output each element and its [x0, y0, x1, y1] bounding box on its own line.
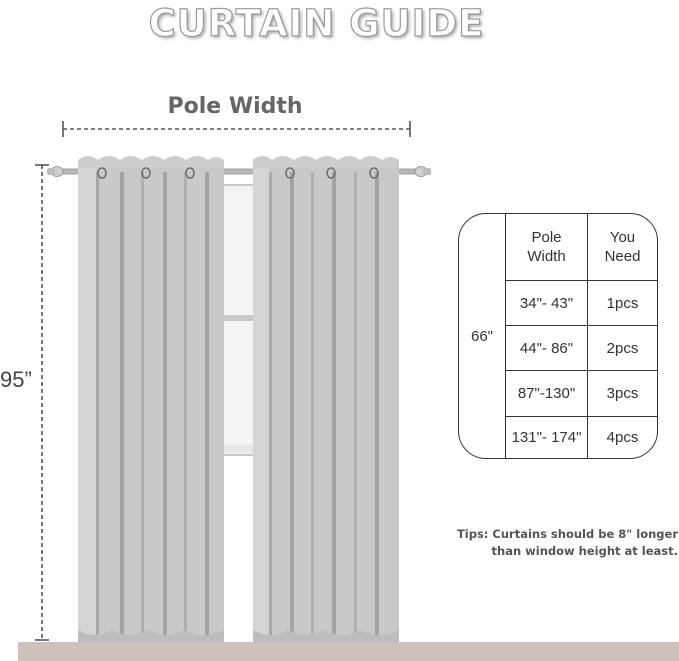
right-curtain-panel: [253, 156, 399, 642]
header-you-need: You Need: [604, 229, 641, 265]
table-cell-need: 4pcs: [606, 429, 639, 446]
table-divider: [505, 370, 657, 371]
table-divider: [587, 214, 588, 458]
table-cell-width: 131"- 174": [511, 429, 582, 446]
table-cell-need: 3pcs: [606, 385, 639, 402]
header-pole-width: Pole Width: [527, 229, 566, 265]
tips-note: Tips: Curtains should be 8" longer than …: [420, 526, 678, 560]
floor: [18, 642, 679, 661]
table-cell-width: 87"-130": [517, 385, 576, 402]
table-divider: [505, 416, 657, 417]
table-divider: [505, 280, 657, 281]
height-dimension: [35, 164, 49, 641]
pole-width-label: Pole Width: [167, 94, 303, 119]
tips-line-2: than window height at least.: [491, 544, 678, 558]
table-cell-need: 2pcs: [606, 339, 639, 357]
tips-line-1: Tips: Curtains should be 8" longer: [456, 527, 678, 541]
left-curtain-panel: [78, 156, 224, 642]
table-cell-need: 1pcs: [606, 294, 639, 312]
grommets: [97, 167, 379, 179]
size-table: 66" Pole Width You Need 34"- 43" 1pcs 44…: [458, 213, 658, 459]
table-cell-width: 34"- 43": [519, 294, 574, 312]
height-label: 95”: [0, 367, 32, 392]
guide-title: CURTAIN GUIDE: [148, 1, 485, 45]
height-value-cell: 66": [470, 327, 493, 345]
window: [220, 184, 257, 456]
pole-width-dimension: [62, 121, 411, 137]
table-cell-width: 44"- 86": [519, 339, 574, 357]
table-divider: [505, 325, 657, 326]
table-divider: [505, 214, 506, 458]
